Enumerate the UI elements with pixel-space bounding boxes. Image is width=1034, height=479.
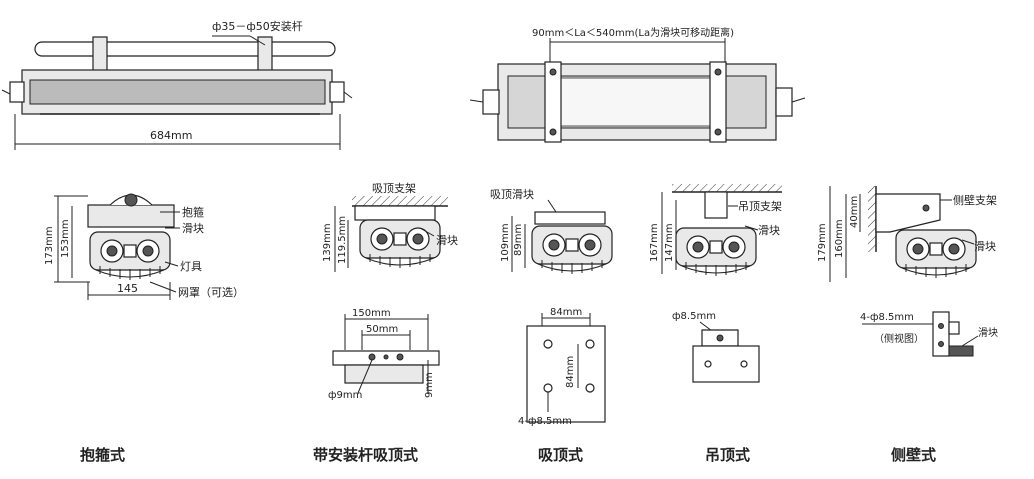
slider-range-label: 90mm＜La＜540mm(La为滑块可移动距离): [532, 26, 734, 39]
hanging-bracket-label: 吊顶支架: [738, 200, 782, 213]
height-inner-label: 119.5mm: [337, 216, 348, 264]
height-outer-label: 167mm: [649, 223, 660, 262]
hanging-bracket: [704, 191, 728, 219]
height-label: 9mm: [424, 372, 435, 398]
slider-label: 滑块: [978, 327, 998, 339]
slider-left: [544, 61, 562, 143]
detail-wall-plate: 4-ф8.5mm （侧视图） 滑块: [860, 311, 998, 357]
slider-label: 滑块: [436, 234, 458, 247]
view-suspended-type: 167mm 147mm 吊顶支架 滑块: [649, 184, 782, 277]
top-left-fixture-drawing: ф35－ф50安装杆 684mm: [1, 19, 353, 150]
wall-bracket-label: 侧壁支架: [953, 193, 997, 207]
width-outer-label: 150mm: [352, 308, 391, 319]
clamp-right: [257, 36, 273, 76]
view-rod-ceiling-type: 139mm 119.5mm 吸顶支架 滑块: [322, 182, 458, 272]
holes-label: 4-ф8.5mm: [860, 312, 914, 323]
ceiling-slider: [534, 211, 606, 225]
hole-diameter-label: ф8.5mm: [672, 311, 716, 322]
ceiling-bracket-label: 吸顶支架: [372, 182, 416, 195]
height-inner-label: 147mm: [664, 223, 675, 262]
height-inner-label: 153mm: [60, 219, 71, 258]
width-label: 84mm: [550, 307, 582, 318]
callout-clamp: 抱箍: [182, 205, 204, 219]
caption-clamp-type: 抱箍式: [80, 446, 125, 464]
caption-wall-type: 侧壁式: [891, 446, 936, 464]
height-outer-label: 179mm: [817, 223, 828, 262]
height-outer-label: 139mm: [322, 223, 333, 262]
view-wall-type: 179mm 160mm 40mm 侧壁支架 滑块: [817, 186, 997, 282]
height-small-label: 40mm: [849, 196, 860, 228]
height-outer-label: 173mm: [44, 226, 55, 265]
caption-ceiling-type: 吸顶式: [538, 446, 583, 464]
detail-rod-bracket: 150mm 50mm 9mm ф9mm: [328, 308, 440, 401]
rod-diameter-label: ф35－ф50安装杆: [212, 19, 303, 33]
ceiling-slider-label: 吸顶滑块: [490, 188, 534, 201]
callout-guard: 网罩（可选）: [178, 286, 244, 299]
holes-label: 4-ф8.5mm: [518, 416, 572, 427]
callout-slider: 滑块: [182, 222, 204, 235]
ceiling-bracket: [354, 205, 436, 221]
view-clamp-type: 173mm 153mm 145 抱箍 滑块 灯具 网罩（可选）: [44, 193, 244, 300]
slider-right: [709, 61, 727, 143]
slider-label: 滑块: [758, 224, 780, 237]
detail-hanging-plate: ф8.5mm: [672, 311, 760, 383]
wall-bracket: [875, 193, 941, 233]
height-inner-label: 89mm: [513, 224, 524, 256]
top-right-fixture-drawing: 90mm＜La＜540mm(La为滑块可移动距离): [469, 26, 806, 143]
height-outer-label: 109mm: [500, 223, 511, 262]
callout-lamp: 灯具: [180, 260, 202, 273]
hole-diameter-label: ф9mm: [328, 390, 362, 401]
caption-rod-ceiling-type: 带安装杆吸顶式: [313, 446, 418, 464]
clamp-left: [92, 36, 108, 76]
caption-suspended-type: 吊顶式: [705, 446, 750, 464]
width-inner-label: 50mm: [366, 324, 398, 335]
detail-ceiling-plate: 84mm 84mm 4-ф8.5mm: [518, 307, 606, 427]
fixture-length-label: 684mm: [150, 129, 192, 142]
mounting-rod: [34, 41, 336, 57]
slider-label: 滑块: [974, 240, 996, 253]
height-inner-label: 160mm: [834, 219, 845, 258]
side-view-note: （侧视图）: [874, 332, 924, 345]
height-label: 84mm: [565, 356, 576, 388]
width-label: 145: [117, 282, 138, 295]
view-ceiling-type: 109mm 89mm 吸顶滑块: [490, 188, 613, 275]
